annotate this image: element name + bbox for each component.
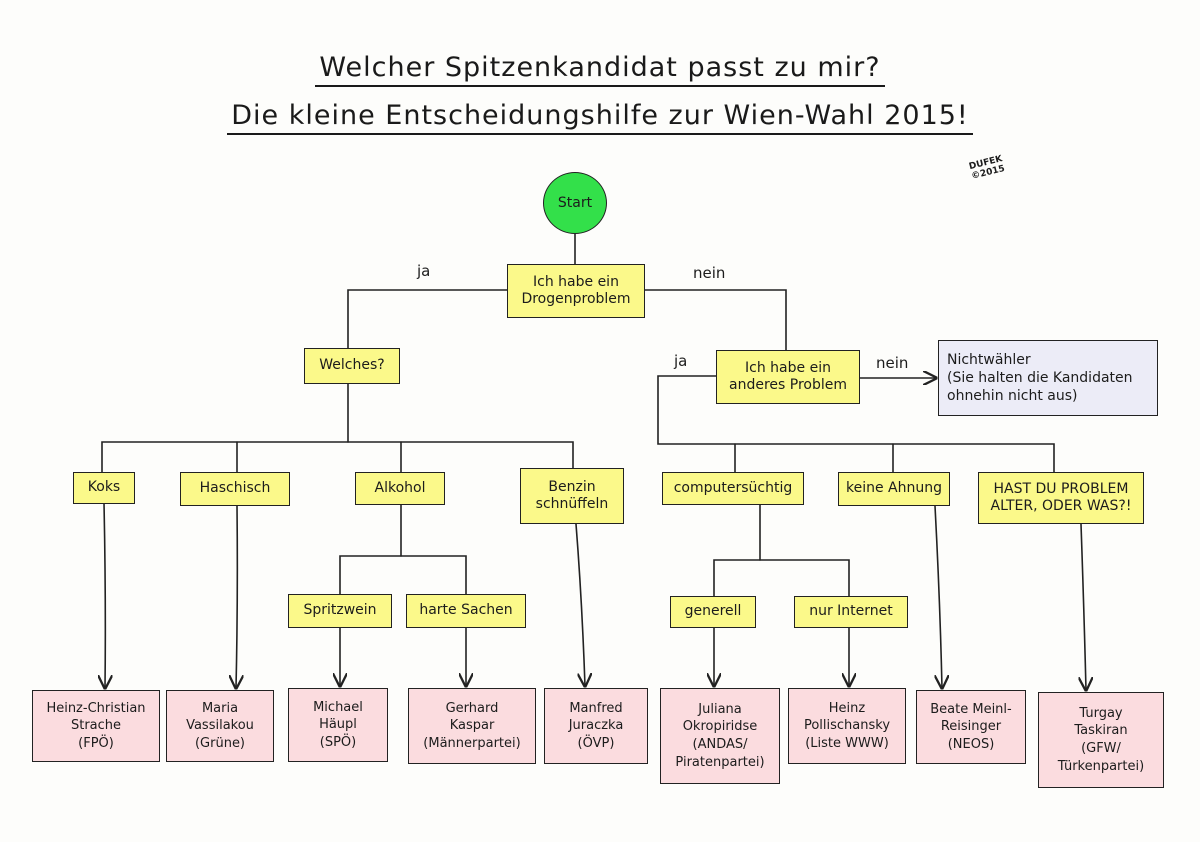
edge-alkohol-bus xyxy=(339,555,467,595)
nichtwaehler-box[interactable]: Nichtwähler (Sie halten die Kandidaten o… xyxy=(938,340,1158,416)
option-haschisch[interactable]: Haschisch xyxy=(180,472,290,506)
edge-label-ja: ja xyxy=(417,262,431,280)
edge-anderes-ja xyxy=(657,375,1055,473)
question-drogenproblem[interactable]: Ich habe ein Drogenproblem xyxy=(507,264,645,318)
result-kaspar[interactable]: Gerhard Kaspar (Männerpartei) xyxy=(408,688,536,764)
option-keine-ahnung[interactable]: keine Ahnung xyxy=(838,472,950,506)
option-generell[interactable]: generell xyxy=(670,596,756,628)
result-strache[interactable]: Heinz-Christian Strache (FPÖ) xyxy=(32,690,160,762)
arrow-ahnung-meinl xyxy=(934,505,942,688)
edge-drogen-nein xyxy=(644,289,787,351)
title-line-2: Die kleine Entscheidungshilfe zur Wien-W… xyxy=(0,100,1200,135)
option-alkohol[interactable]: Alkohol xyxy=(355,472,445,505)
option-harte-sachen[interactable]: harte Sachen xyxy=(406,594,526,628)
option-koks[interactable]: Koks xyxy=(73,472,135,504)
result-juraczka[interactable]: Manfred Juraczka (ÖVP) xyxy=(544,688,648,764)
arrow-haschisch-vassilakou xyxy=(236,505,237,688)
title-line-1: Welcher Spitzenkandidat passt zu mir? xyxy=(0,52,1200,87)
arrow-benzin-juraczka xyxy=(575,523,585,686)
result-vassilakou[interactable]: Maria Vassilakou (Grüne) xyxy=(166,690,274,762)
option-spritzwein[interactable]: Spritzwein xyxy=(288,594,392,628)
edge-label-ja: ja xyxy=(674,352,688,370)
edge-computer-bus xyxy=(713,559,850,597)
option-computersuechtig[interactable]: computersüchtig xyxy=(662,472,804,505)
option-nur-internet[interactable]: nur Internet xyxy=(794,596,908,628)
result-meinl-reisinger[interactable]: Beate Meinl- Reisinger (NEOS) xyxy=(916,690,1026,764)
edge-welches-bus xyxy=(101,441,574,473)
question-anderes-problem[interactable]: Ich habe ein anderes Problem xyxy=(716,350,860,404)
edge-drogen-ja xyxy=(347,289,508,349)
question-welches[interactable]: Welches? xyxy=(304,348,400,384)
edge-label-nein: nein xyxy=(693,264,726,282)
result-haeupl[interactable]: Michael Häupl (SPÖ) xyxy=(288,688,388,762)
arrow-hast-taskiran xyxy=(1081,523,1086,690)
result-okropiridse[interactable]: Juliana Okropiridse (ANDAS/ Piratenparte… xyxy=(660,688,780,784)
edge-label-nein: nein xyxy=(876,354,909,372)
result-taskiran[interactable]: Turgay Taskiran (GFW/ Türkenpartei) xyxy=(1038,692,1164,788)
option-hast-du-problem[interactable]: HAST DU PROBLEM ALTER, ODER WAS?! xyxy=(978,472,1144,524)
start-node[interactable]: Start xyxy=(543,172,607,234)
result-pollischansky[interactable]: Heinz Pollischansky (Liste WWW) xyxy=(788,688,906,764)
arrow-koks-strache xyxy=(104,502,105,688)
option-benzin-schnueffeln[interactable]: Benzin schnüffeln xyxy=(520,468,624,524)
